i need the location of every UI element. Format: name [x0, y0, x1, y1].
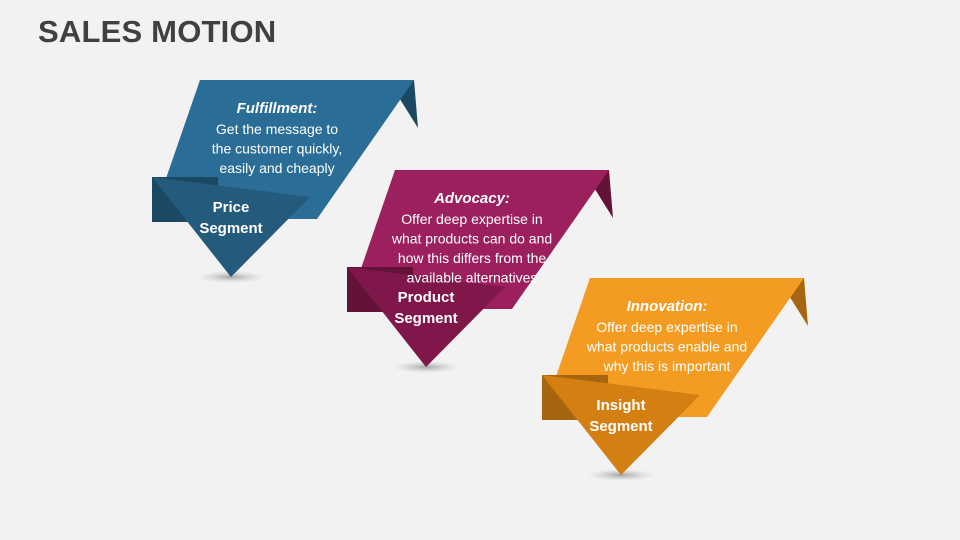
- segment-body-line: Offer deep expertise in: [401, 211, 542, 227]
- segment-body-line: the customer quickly,: [212, 141, 342, 157]
- arrow-triangle: [347, 267, 505, 367]
- slide-title: SALES MOTION: [38, 14, 277, 49]
- segment-label-line: Price: [213, 199, 250, 216]
- segment-heading: Fulfillment:: [237, 100, 318, 117]
- segment-body-line: Get the message to: [216, 121, 338, 137]
- segment-body-line: how this differs from the: [398, 250, 547, 266]
- segment-label-line: Product: [398, 289, 455, 306]
- segment-price: Fulfillment: Get the message to the custom…: [152, 80, 418, 283]
- arrow-triangle: [152, 177, 310, 277]
- segment-body-line: why this is important: [603, 358, 731, 374]
- segment-body-line: easily and cheaply: [219, 160, 334, 176]
- segment-body-line: what products can do and: [391, 231, 552, 247]
- segment-body-line: Offer deep expertise in: [596, 319, 737, 335]
- segment-label-line: Insight: [596, 397, 645, 414]
- segment-product: Advocacy: Offer deep expertise in what pro…: [347, 170, 613, 373]
- arrow-triangle: [542, 375, 700, 475]
- segment-body-line: available alternatives: [407, 270, 538, 286]
- segment-heading: Advocacy:: [433, 190, 510, 207]
- segment-label-line: Segment: [394, 310, 457, 327]
- segment-label-line: Segment: [589, 418, 652, 435]
- segment-label-line: Segment: [199, 220, 262, 237]
- segment-body-line: what products enable and: [586, 339, 747, 355]
- segment-insight: Innovation: Offer deep expertise in what p…: [542, 278, 808, 481]
- segment-heading: Innovation:: [627, 298, 708, 315]
